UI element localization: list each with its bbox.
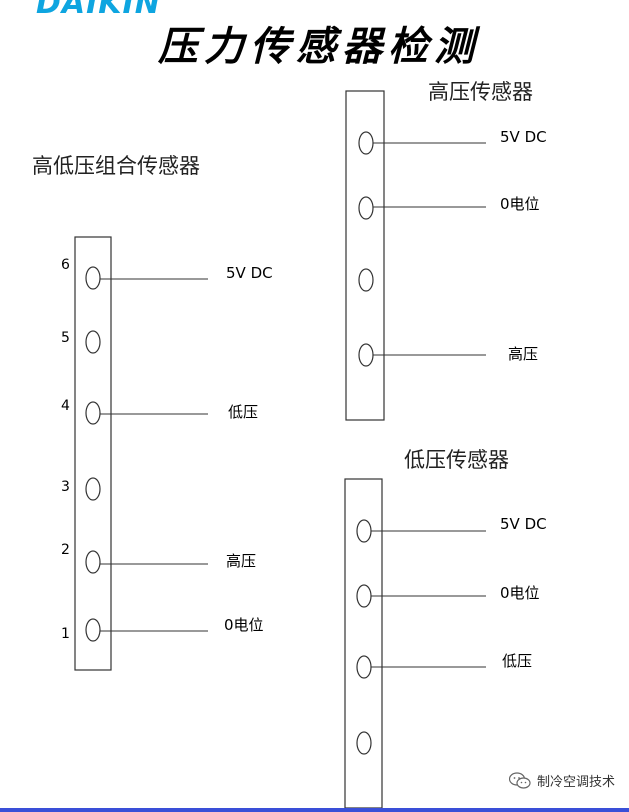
combined-sensor-body [74,236,112,671]
high-pin-1 [358,131,374,155]
high-label-high-pressure: 高压 [508,345,539,363]
daikin-logo: DAIKIN [36,0,161,21]
combined-pin-number-6: 6 [61,257,70,273]
combined-label-high-pressure: 高压 [226,552,257,570]
low-pin-4 [356,731,372,755]
low-sensor-title: 低压传感器 [404,448,509,472]
combined-sensor-title: 高低压组合传感器 [32,154,200,178]
combined-label-5vdc: 5V DC [226,264,273,282]
wechat-icon [508,771,531,789]
low-sensor-body [344,478,383,809]
combined-pin-2 [85,550,101,574]
combined-pin-number-5: 5 [61,330,70,346]
page-title: 压力传感器检测 [158,23,480,70]
combined-label-low-pressure: 低压 [228,403,259,421]
combined-pin-4 [85,401,101,425]
high-pin-4 [358,343,374,367]
watermark: 制冷空调技术 [508,771,615,790]
watermark-text: 制冷空调技术 [536,775,615,790]
combined-pin-6 [85,266,101,290]
low-label-low-pressure: 低压 [502,652,533,670]
combined-pin-5 [85,330,101,354]
bottom-accent-bar [0,808,629,812]
combined-label-ground: 0电位 [224,616,264,634]
low-label-5vdc: 5V DC [500,515,547,533]
combined-pin-number-1: 1 [61,626,70,642]
combined-pin-number-4: 4 [61,398,70,414]
combined-pin-3 [85,477,101,501]
low-pin-1 [356,519,372,543]
low-label-ground: 0电位 [500,584,540,602]
low-pin-3 [356,655,372,679]
combined-pin-number-2: 2 [61,542,70,558]
high-sensor-title: 高压传感器 [428,80,533,104]
combined-pin-number-3: 3 [61,479,70,495]
low-pin-2 [356,584,372,608]
combined-pin-1 [85,618,101,642]
high-pin-3 [358,268,374,292]
high-pin-2 [358,196,374,220]
high-label-5vdc: 5V DC [500,128,547,146]
high-sensor-body [345,90,385,421]
high-label-ground: 0电位 [500,195,540,213]
